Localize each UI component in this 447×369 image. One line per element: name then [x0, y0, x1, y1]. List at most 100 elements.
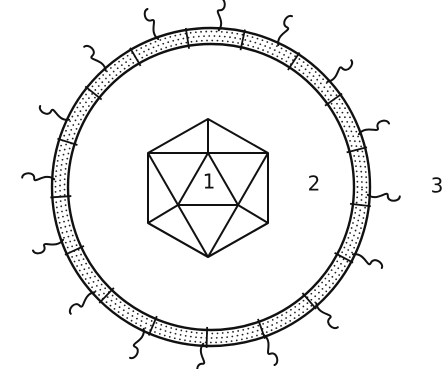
envelope-dot: [170, 327, 172, 329]
envelope-dot: [267, 321, 269, 323]
envelope-dot: [116, 74, 118, 76]
envelope-dot: [366, 187, 368, 189]
envelope-dot: [75, 119, 77, 121]
envelope-dot: [136, 50, 138, 52]
envelope-dot: [321, 91, 323, 93]
envelope-dot: [296, 62, 298, 64]
envelope-dot: [276, 322, 278, 324]
envelope-dot: [309, 72, 311, 74]
envelope-dot: [361, 176, 363, 178]
envelope-dot: [215, 342, 217, 344]
envelope-dot: [246, 337, 248, 339]
envelope-dot: [66, 158, 68, 160]
envelope-dot: [65, 242, 67, 244]
envelope-dot: [103, 293, 105, 295]
envelope-dot: [221, 31, 223, 33]
envelope-dot: [121, 64, 123, 66]
envelope-dot: [361, 194, 363, 196]
envelope-dot: [113, 71, 115, 73]
envelope-dot: [66, 231, 68, 233]
envelope-dot: [174, 35, 176, 37]
envelope-dot: [61, 211, 63, 213]
envelope-dot: [338, 274, 340, 276]
envelope-dot: [172, 40, 174, 42]
envelope-dot: [167, 41, 169, 43]
envelope-dot: [193, 36, 195, 38]
envelope-dot: [125, 61, 127, 63]
envelope-dot: [237, 42, 239, 44]
envelope-dot: [249, 40, 251, 42]
envelope-dot: [99, 78, 101, 80]
envelope-dot: [259, 43, 261, 45]
envelope-dot: [328, 273, 330, 275]
envelope-dot: [266, 326, 268, 328]
envelope-dot: [314, 295, 316, 297]
envelope-dot: [365, 196, 367, 198]
envelope-dot: [359, 160, 361, 162]
envelope-dot: [257, 47, 259, 49]
envelope-dot: [346, 261, 348, 263]
envelope-dot: [236, 33, 238, 35]
envelope-dot: [321, 282, 323, 284]
envelope-dot: [346, 242, 348, 244]
envelope-dot: [361, 181, 363, 183]
envelope-dot: [128, 65, 130, 67]
envelope-dot: [78, 259, 80, 261]
envelope-dot: [108, 81, 110, 83]
envelope-dot: [310, 299, 312, 301]
envelope-dot: [96, 285, 98, 287]
envelope-dot: [310, 79, 312, 81]
envelope-dot: [175, 328, 177, 330]
envelope-dot: [150, 325, 152, 327]
glycoprotein-spike: [22, 173, 54, 180]
envelope-dot: [334, 265, 336, 267]
envelope-dot: [344, 116, 346, 118]
envelope-dot: [200, 31, 202, 33]
envelope-dot: [89, 277, 91, 279]
envelope-dot: [356, 176, 358, 178]
envelope-dot: [361, 189, 363, 191]
envelope-dot: [145, 45, 147, 47]
envelope-dot: [356, 202, 358, 204]
envelope-dot: [60, 227, 62, 229]
envelope-dot: [318, 285, 320, 287]
envelope-dot: [307, 64, 309, 66]
envelope-dot: [276, 55, 278, 57]
envelope-dot: [139, 53, 141, 55]
envelope-dot: [60, 169, 62, 171]
envelope-dot: [357, 237, 359, 239]
envelope-dot: [357, 181, 359, 183]
envelope-dot: [357, 186, 359, 188]
envelope-dot: [55, 186, 57, 188]
envelope-dot: [252, 46, 254, 48]
envelope-dot: [98, 294, 100, 296]
envelope-dot: [59, 150, 61, 152]
envelope-dot: [330, 94, 332, 96]
envelope-dot: [71, 116, 73, 118]
envelope-dot: [184, 339, 186, 341]
envelope-dot: [127, 312, 129, 314]
label-capsid: 1: [203, 170, 216, 194]
envelope-dot: [349, 140, 351, 142]
envelope-dot: [200, 341, 202, 343]
envelope-dot: [165, 326, 167, 328]
glycoprotein-spike: [197, 344, 204, 369]
envelope-segment-tick: [85, 86, 101, 99]
envelope-dot: [104, 85, 106, 87]
envelope-dot: [148, 49, 150, 51]
envelope-dot: [360, 146, 362, 148]
envelope-dot: [101, 81, 103, 83]
envelope-dot: [105, 78, 107, 80]
envelope-dot: [341, 251, 343, 253]
envelope-dot: [154, 331, 156, 333]
envelope-dot: [191, 331, 193, 333]
envelope-dot: [239, 38, 241, 40]
envelope-dot: [214, 35, 216, 37]
envelope-dot: [97, 280, 99, 282]
envelope-dot: [157, 45, 159, 47]
envelope-dot: [211, 337, 213, 339]
envelope-dot: [280, 325, 282, 327]
envelope-dot: [170, 332, 172, 334]
envelope-dot: [169, 336, 171, 338]
envelope-dot: [85, 94, 87, 96]
